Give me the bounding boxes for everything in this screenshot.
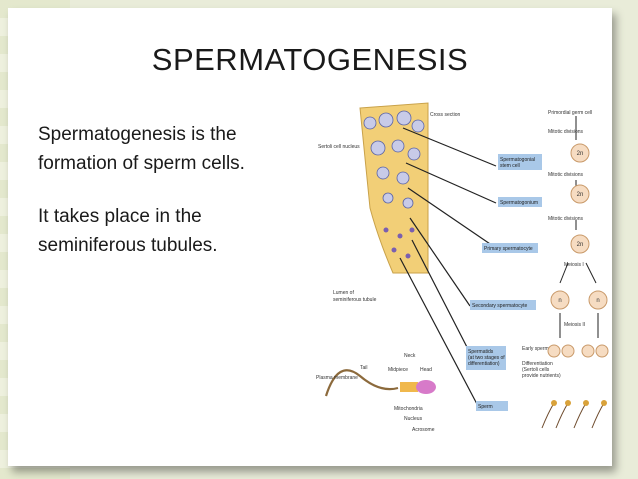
anatomy-labels: Neck Tail Midpiece Head Plasma membrane …: [316, 353, 435, 433]
slide: SPERMATOGENESIS Spermatogenesis is the f…: [8, 8, 612, 466]
svg-text:2n: 2n: [577, 192, 584, 198]
svg-text:Acrosome: Acrosome: [412, 427, 435, 433]
slide-body: Spermatogenesis is the formation of sper…: [38, 120, 308, 284]
svg-text:(Sertoli cells: (Sertoli cells: [522, 367, 550, 373]
label-cross-section: Cross section: [430, 112, 461, 118]
svg-text:stem cell: stem cell: [500, 163, 520, 169]
svg-text:Nucleus: Nucleus: [404, 416, 423, 422]
pointer-lines: [399, 127, 497, 407]
paragraph-definition: Spermatogenesis is the formation of sper…: [38, 124, 245, 174]
svg-text:(at two stages of: (at two stages of: [468, 355, 505, 361]
svg-text:Head: Head: [420, 367, 432, 373]
paragraph-location: It takes place in the seminiferous tubul…: [38, 206, 218, 256]
tubule-sperm-heads: [383, 227, 415, 259]
svg-text:Plasma membrane: Plasma membrane: [316, 375, 358, 381]
svg-text:2n: 2n: [577, 151, 584, 157]
svg-text:seminiferous tubule: seminiferous tubule: [333, 297, 377, 303]
svg-text:Mitotic divisions: Mitotic divisions: [548, 172, 584, 178]
flow-cells: [547, 143, 609, 358]
svg-text:Tail: Tail: [360, 365, 368, 371]
svg-text:Meiosis I: Meiosis I: [564, 262, 584, 268]
svg-text:Secondary spermatocyte: Secondary spermatocyte: [472, 303, 528, 309]
tubule-cells: [363, 110, 425, 209]
svg-text:Spermatids: Spermatids: [468, 349, 494, 355]
svg-text:Mitotic divisions: Mitotic divisions: [548, 129, 584, 135]
svg-text:Mitochondria: Mitochondria: [394, 406, 423, 412]
flow-arrows: [559, 116, 599, 338]
svg-text:Differentiation: Differentiation: [522, 361, 553, 367]
sperm-head: [416, 380, 436, 394]
svg-text:Early spermatid: Early spermatid: [522, 346, 557, 352]
sperm-row: [541, 402, 605, 429]
svg-text:provide nutrients): provide nutrients): [522, 373, 561, 379]
svg-text:Midpiece: Midpiece: [388, 367, 408, 373]
svg-text:Neck: Neck: [404, 353, 416, 359]
svg-text:differentiation): differentiation): [468, 361, 500, 367]
sperm-tail: [324, 369, 399, 397]
svg-text:Spermatogonial: Spermatogonial: [500, 157, 535, 163]
svg-text:Spermatogonium: Spermatogonium: [500, 200, 538, 206]
label-lumen: Lumen of: [333, 290, 354, 296]
svg-text:Primary spermatocyte: Primary spermatocyte: [484, 246, 533, 252]
svg-text:2n: 2n: [577, 242, 584, 248]
svg-text:n: n: [596, 298, 599, 304]
svg-text:n: n: [558, 298, 561, 304]
svg-text:Primordial germ cell: Primordial germ cell: [548, 110, 592, 116]
flow-labels: Primordial germ cell Mitotic divisions M…: [522, 110, 592, 379]
spermatogenesis-diagram: Cross section Sertoli cell nucleus Lumen…: [316, 102, 609, 433]
svg-text:Sperm: Sperm: [478, 404, 493, 410]
slide-title: SPERMATOGENESIS: [151, 42, 469, 77]
sperm-midpiece: [400, 382, 418, 392]
svg-text:Meiosis II: Meiosis II: [564, 322, 585, 328]
label-sertoli: Sertoli cell nucleus: [318, 144, 360, 150]
svg-text:Mitotic divisions: Mitotic divisions: [548, 216, 584, 222]
ploidy-labels: 2n 2n 2n n n: [558, 151, 599, 304]
